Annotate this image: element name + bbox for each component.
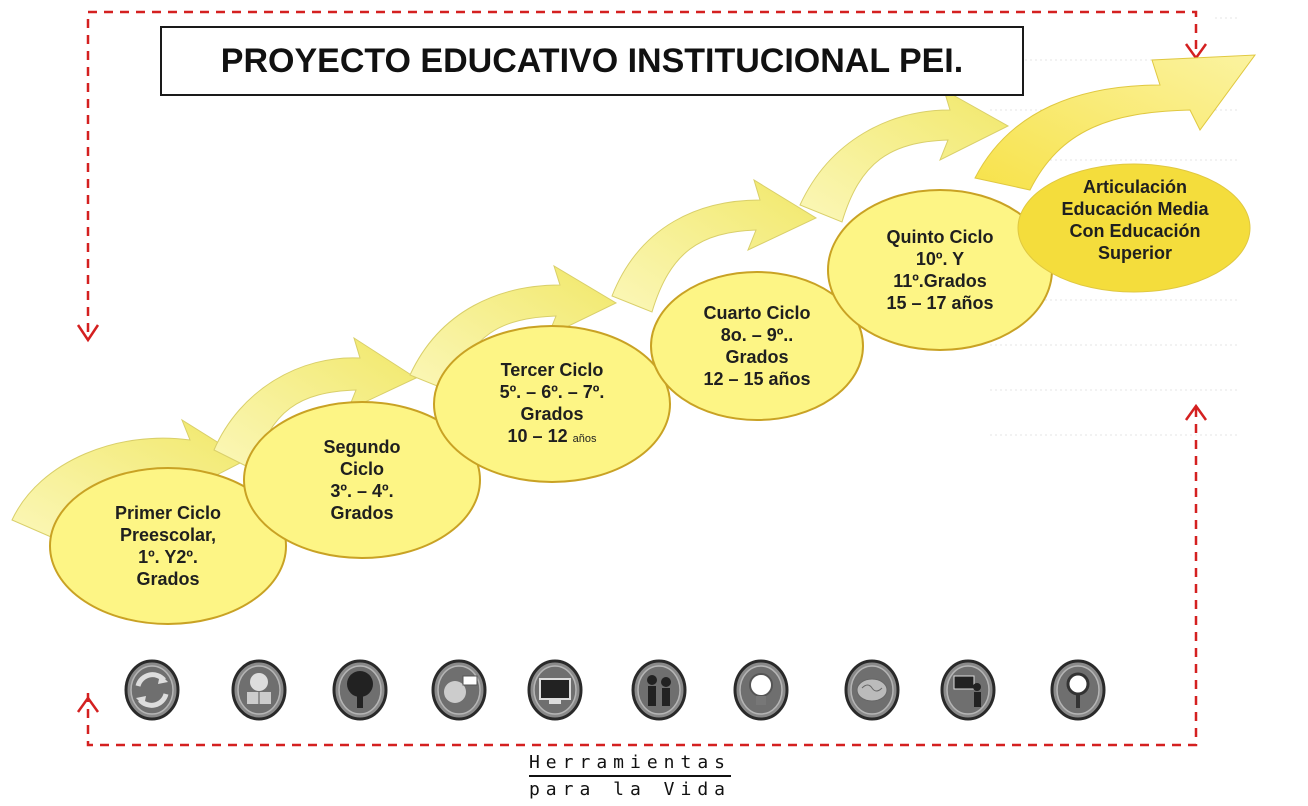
ellipse-cuarto-ciclo [650,271,864,421]
teacher-at-board-icon [940,659,996,721]
stage-line: Segundo [323,437,401,457]
ellipse-segundo-ciclo [243,401,481,559]
stage-text-segundo-ciclo: Segundo Ciclo 3º. – 4º. Grados [272,430,452,530]
stage-line: 3º. – 4º. [330,481,394,501]
stage-line: Tercer Ciclo [500,359,604,380]
age-unit: años [572,432,597,445]
reader-with-book-icon [231,659,287,721]
stage-line: Grados [725,347,789,367]
stage-line: Grados [330,503,394,523]
stage-line: 1º. Y2º. [138,547,198,567]
stage-text-quinto-ciclo: Quinto Ciclo 10º. Y 11º.Grados 15 – 17 a… [855,222,1025,318]
two-people-icon [631,659,687,721]
age-range: 10 – 12 [507,425,568,446]
stage-line: Quinto Ciclo [886,227,994,247]
stage-line: Cuarto Ciclo [703,303,811,323]
footer-line-1: Herramientas [528,752,732,777]
stage-line: 12 – 15 años [703,369,811,389]
step-arrow-4 [611,178,818,313]
stage-line: Grados [136,569,200,589]
stage-line: 10º. Y [915,249,965,269]
stage-line: 11º.Grados [893,271,987,291]
stage-line: 5º. – 6º. – 7º. [499,381,605,402]
stage-line: Articulación [1082,177,1188,197]
computer-monitor-icon [527,659,583,721]
speaking-head-icon [431,659,487,721]
page-title: PROYECTO EDUCATIVO INSTITUCIONAL PEI. [160,26,1024,96]
light-bulb-icon [733,659,789,721]
stage-line: Superior [1097,243,1172,263]
stage-text-primer-ciclo: Primer Ciclo Preescolar, 1º. Y2º. Grados [78,496,258,596]
cycle-arrows-icon [124,659,180,721]
stage-line: 15 – 17 años [886,293,994,313]
ellipse-articulacion [1017,163,1251,293]
stage-text-cuarto-ciclo: Cuarto Ciclo 8o. – 9º.. Grados 12 – 15 a… [672,298,842,394]
footer-logo: Herramientas para la Vida [500,752,760,800]
icons-row [124,659,1106,721]
stage-line: Preescolar, [119,525,217,545]
stage-line: Primer Ciclo [114,503,222,523]
dashed-arrowheads [76,43,1208,713]
step-arrow-5 [799,88,1010,223]
stage-text-articulacion: Articulación Educación Media Con Educaci… [1050,172,1220,268]
magnifier-person-icon [1050,659,1106,721]
dashed-cycle-line [86,10,1198,747]
stage-line: Con Educación [1069,221,1201,241]
tree-icon [332,659,388,721]
brain-icon [844,659,900,721]
stage-ellipses [49,189,1053,625]
footer-line-2: para la Vida [528,779,732,800]
final-arrow [974,54,1257,191]
stage-text-tercer-ciclo: Tercer Ciclo 5º. – 6º. – 7º. Grados 10 –… [462,354,642,454]
stage-line: 8o. – 9º.. [720,325,794,345]
stage-line: Educación Media [1061,199,1209,219]
ellipse-primer-ciclo [49,467,287,625]
ellipse-tercer-ciclo [433,325,671,483]
stage-age: 10 – 12 años [508,425,597,450]
stage-line: Grados [520,403,584,424]
stage-line: Ciclo [339,459,384,479]
